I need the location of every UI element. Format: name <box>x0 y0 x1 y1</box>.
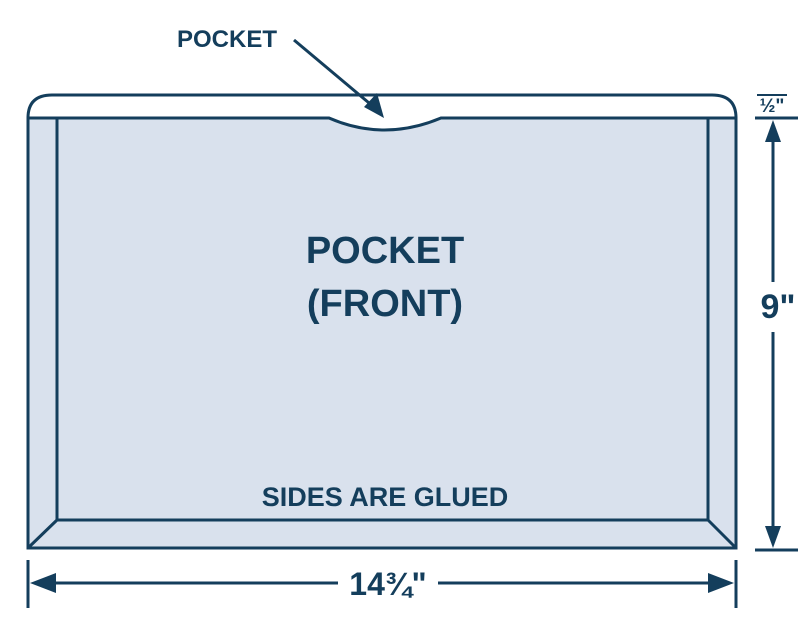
pocket-title-line2: (FRONT) <box>307 283 463 325</box>
sides-glued-note: SIDES ARE GLUED <box>262 482 509 512</box>
width-dim-label: 14¾" <box>349 566 426 602</box>
pocket-callout-label: POCKET <box>177 26 277 53</box>
lip-dim-label: ½" <box>760 96 785 117</box>
glued-sides-outline <box>55 118 710 522</box>
height-dim-arrow-down <box>765 526 781 548</box>
height-dim-label: 9" <box>760 288 795 326</box>
pocket-front-panel <box>26 116 738 550</box>
fold-line-left <box>26 518 59 550</box>
fold-line-right <box>706 518 738 550</box>
height-dim-arrow-up <box>765 120 781 142</box>
pocket-title-line1: POCKET <box>306 230 464 272</box>
callout-arrowhead <box>364 93 384 118</box>
width-dim-arrow-left <box>30 573 56 593</box>
width-dim-arrow-right <box>708 573 734 593</box>
callout-leader-line <box>293 38 376 110</box>
